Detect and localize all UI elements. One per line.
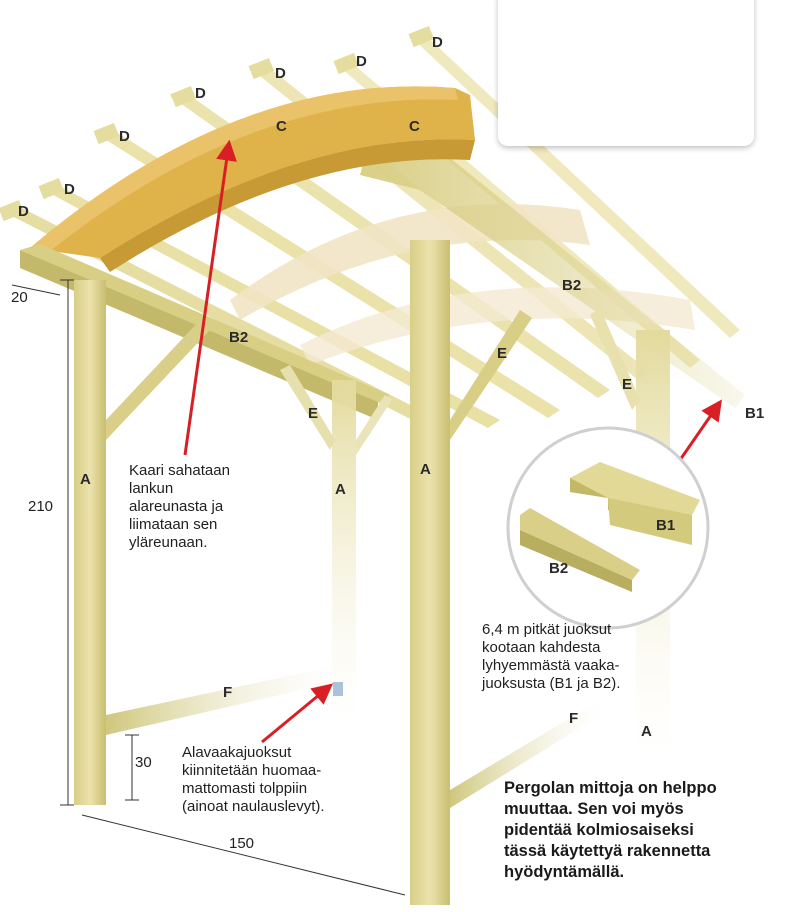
label-f-right: F (569, 710, 578, 727)
blank-inset-box (498, 0, 754, 146)
label-b1-detail: B1 (656, 517, 675, 534)
dim-low-rail: 30 (135, 754, 152, 771)
label-d-4: D (195, 85, 206, 102)
callout-arrows (183, 139, 722, 744)
label-a-left: A (80, 471, 91, 488)
label-b1: B1 (745, 405, 764, 422)
label-a-front: A (420, 461, 431, 478)
dimension-texts: 20 210 30 150 (11, 289, 254, 852)
part-labels: A A A A B1 B1 B2 B2 B2 C C D D D D D D D… (18, 34, 764, 740)
joint-detail (506, 426, 710, 630)
arch-c (30, 86, 475, 272)
brace-left (106, 320, 210, 440)
rail-f-right (450, 700, 606, 808)
brace-e-front (450, 310, 532, 440)
brace-e-back (280, 365, 335, 450)
rail-f-left (106, 665, 345, 735)
label-a-right: A (641, 723, 652, 740)
label-d-1: D (18, 203, 29, 220)
label-e-right: E (622, 376, 632, 393)
note-rail: Alavaakajuoksut kiinnitetään huomaa- mat… (182, 744, 325, 815)
post-a-front (410, 240, 450, 905)
label-e-left: E (308, 405, 318, 422)
rafter-ends (0, 25, 435, 222)
label-f-left: F (223, 684, 232, 701)
label-c-2: C (409, 118, 420, 135)
label-d-3: D (119, 128, 130, 145)
footer-note: Pergolan mittoja on helppo muuttaa. Sen … (504, 779, 717, 881)
note-joint: 6,4 m pitkät juoksut kootaan kahdesta ly… (482, 621, 621, 692)
label-d-7: D (432, 34, 443, 51)
label-d-6: D (356, 53, 367, 70)
dim-height: 210 (28, 498, 53, 515)
label-e-front: E (497, 345, 507, 362)
note-arch: Kaari sahataan lankun alareunasta ja lii… (129, 462, 230, 551)
label-b2-left: B2 (229, 329, 248, 346)
label-d-2: D (64, 181, 75, 198)
label-a-back: A (335, 481, 346, 498)
dim-top-width: 20 (11, 289, 28, 306)
label-b2-right: B2 (562, 277, 581, 294)
dim-depth: 150 (229, 835, 254, 852)
post-a-left (74, 280, 106, 805)
dimension-lines (11, 279, 406, 896)
label-b2-detail: B2 (549, 560, 568, 577)
label-d-5: D (275, 65, 286, 82)
label-c-1: C (276, 118, 287, 135)
